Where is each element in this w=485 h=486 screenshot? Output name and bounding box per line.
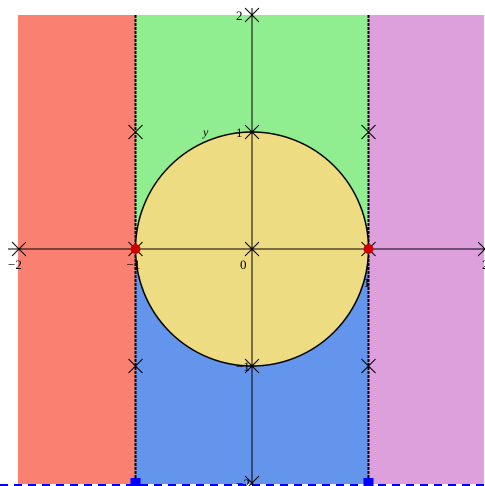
x-tick-label: 0 [240, 257, 247, 272]
markers-layer [11, 7, 485, 486]
cross-marker-4 [244, 124, 260, 140]
y-tick-label: −1 [236, 359, 250, 374]
cross-marker-8 [244, 475, 260, 486]
cross-marker-7 [244, 7, 260, 23]
labels-layer: −2 −1 0 1 2 −2 −1 1 2 y [8, 8, 485, 486]
blue-square-1 [363, 478, 374, 486]
y-tick-label: −2 [236, 476, 250, 486]
cross-marker-1 [361, 124, 376, 140]
cross-marker-5 [244, 358, 260, 374]
cross-marker-9 [11, 241, 27, 257]
cross-marker-10 [477, 241, 485, 257]
cross-marker-6 [244, 241, 260, 257]
y-axis-label: y [202, 125, 209, 139]
x-tick-label: 2 [482, 257, 485, 272]
x-tick-label: −1 [127, 257, 141, 272]
cross-marker-0 [128, 124, 143, 140]
red-point-0 [130, 244, 141, 254]
axes-layer [8, 8, 485, 485]
y-tick-label: 1 [236, 125, 243, 140]
blue-square-0 [130, 478, 141, 486]
y-tick-label: 2 [236, 8, 243, 23]
red-point-1 [363, 244, 374, 254]
cross-marker-2 [128, 358, 143, 374]
cross-marker-3 [361, 358, 376, 374]
x-tick-label: 1 [364, 275, 371, 290]
x-tick-label: −2 [8, 257, 22, 272]
